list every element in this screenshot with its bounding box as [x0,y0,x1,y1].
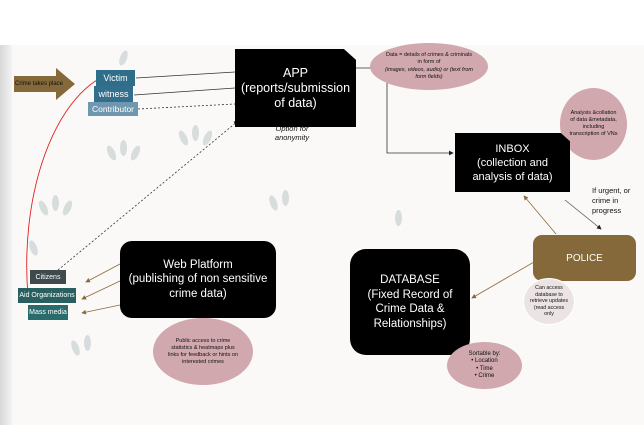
web-platform-box: Web Platform (publishing of non sensitive… [120,241,276,318]
police-note-circle: Can access database to retrieve updates … [523,278,575,325]
inbox-subtitle: (collection and analysis of data) [472,156,553,183]
data-note-line1: Data = details of crimes & criminals in … [385,51,473,66]
web-subtitle: (publishing of non sensitive crime data) [128,273,268,300]
source-victim: Victim [96,70,135,86]
crime-arrow-shape [14,68,75,100]
web-note-ellipse: Public access to crime statistics & heat… [153,318,253,385]
crime-takes-place-label: Crime takes place [14,81,64,87]
source-witness: witness [94,86,133,102]
web-to-aid [81,280,121,300]
sortable-item: • Time [476,365,493,372]
police-to-inbox [523,195,557,235]
inbox-to-police [564,199,602,230]
crime-red-curve [26,79,98,297]
urgent-note: If urgent, or crime in progress [592,186,631,215]
web-to-media [81,304,121,315]
sortable-item: • Location [471,358,498,364]
sortable-item: • Crime [474,373,495,379]
database-title: DATABASE [380,274,440,286]
web-to-citizens [85,263,121,283]
sortable-title: Sortable by: [468,350,501,357]
database-subtitle: (Fixed Record of Crime Data & Relationsh… [367,288,453,330]
anonymity-note: Option for anonymity [274,124,310,142]
sortable-ellipse: Sortable by: • Location • Time • Crime [447,342,522,389]
police-box: POLICE [533,235,636,281]
page-edge-shadow [0,45,12,425]
data-note-ellipse: Data = details of crimes & criminals in … [370,43,488,90]
victim-to-app [135,71,236,79]
app-title: APP [282,65,308,80]
witness-to-app [133,87,236,96]
app-box: APP(reports/submission of data) [235,49,356,127]
data-note-line2: (images, videos, audio) or (text from fo… [384,66,474,81]
audience-mass-media: Mass media [28,305,68,320]
database-box: DATABASE (Fixed Record of Crime Data & Re… [350,249,470,355]
analysis-note-text: Analysis &collation of data &metadata, i… [569,110,618,137]
police-note-text: Can access database to retrieve updates … [530,285,568,318]
contributor-to-app [137,103,236,110]
app-subtitle: (reports/submission of data) [240,80,351,110]
analysis-note-circle: Analysis &collation of data &metadata, i… [560,88,627,160]
source-contributor: Contributor [88,102,138,116]
audience-aid-organizations: Aid Organizations [18,288,76,303]
web-title: Web Platform [163,258,233,271]
police-to-database [471,261,535,299]
inbox-box: INBOX(collection and analysis of data) [455,133,570,192]
citizens-to-app [57,120,239,271]
inbox-title: INBOX [495,142,530,155]
web-note-text: Public access to crime statistics & heat… [168,337,239,365]
audience-citizens: Citizens [30,270,66,284]
